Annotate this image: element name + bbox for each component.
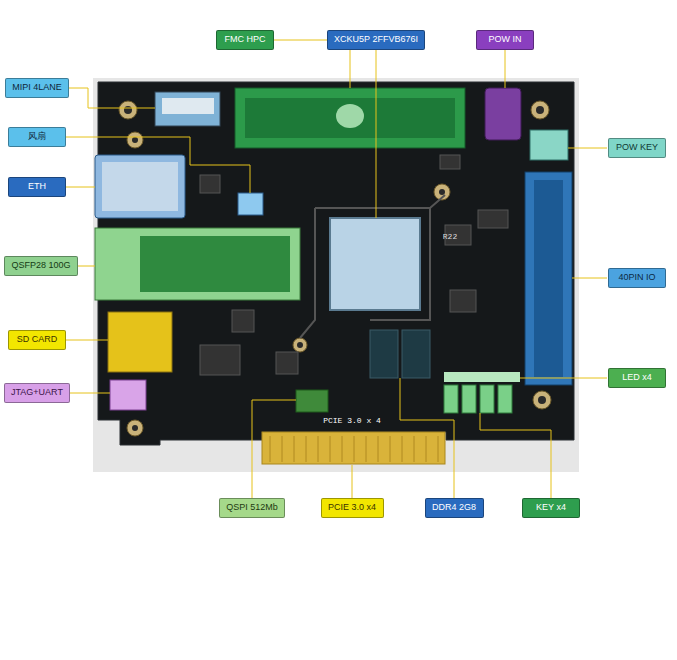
callout-box: FMC HPC <box>216 30 274 50</box>
callout-box: MIPI 4LANE <box>5 78 69 98</box>
fpga-chip <box>330 218 420 310</box>
callout-box: LED x4 <box>608 368 666 388</box>
board-marking: R22 <box>443 232 457 241</box>
pcb <box>98 82 574 445</box>
callout-box: KEY x4 <box>522 498 580 518</box>
callout-box: POW IN <box>476 30 534 50</box>
callout-label: KEY x4 <box>536 503 566 513</box>
callout-label: ETH <box>28 182 46 192</box>
callout-label: LED x4 <box>622 373 652 383</box>
callout-label: PCIE 3.0 x4 <box>328 503 376 513</box>
callout-label: FMC HPC <box>225 35 266 45</box>
qspi-flash <box>296 390 328 412</box>
fmc-connector <box>235 88 465 148</box>
ddr-chip <box>370 330 398 378</box>
callout-box: QSFP28 100G <box>4 256 78 276</box>
callout-box: PCIE 3.0 x4 <box>321 498 384 518</box>
callout-label: DDR4 2G8 <box>432 503 476 513</box>
callout-label: QSFP28 100G <box>11 261 70 271</box>
callout-label: QSPI 512Mb <box>226 503 278 513</box>
callout-box: JTAG+UART <box>4 383 70 403</box>
sd-card <box>108 312 172 372</box>
jtag-uart-port <box>110 380 146 410</box>
callout-label: POW KEY <box>616 143 658 153</box>
callout-box: ETH <box>8 177 66 197</box>
pcie-edge <box>262 432 445 464</box>
callout-label: SD CARD <box>17 335 58 345</box>
gpio-header <box>525 172 572 385</box>
callout-label: MIPI 4LANE <box>12 83 62 93</box>
callout-box: QSPI 512Mb <box>219 498 285 518</box>
callout-label: 风扇 <box>28 132 46 142</box>
callout-box: POW KEY <box>608 138 666 158</box>
callout-box: 40PIN IO <box>608 268 666 288</box>
callout-label: POW IN <box>489 35 522 45</box>
fan-connector <box>238 193 263 215</box>
mipi-connector <box>155 92 220 126</box>
board-marking: PCIE 3.0 x 4 <box>323 416 381 425</box>
power-key <box>530 130 568 160</box>
eth-jack <box>95 155 185 218</box>
callout-box: SD CARD <box>8 330 66 350</box>
callout-box: XCKU5P 2FFVB676I <box>327 30 425 50</box>
callout-label: 40PIN IO <box>618 273 655 283</box>
callout-label: JTAG+UART <box>11 388 63 398</box>
callout-box: 风扇 <box>8 127 66 147</box>
callout-box: DDR4 2G8 <box>425 498 484 518</box>
callout-label: XCKU5P 2FFVB676I <box>334 35 418 45</box>
power-jack <box>485 88 521 140</box>
qsfp-cage <box>95 228 300 300</box>
